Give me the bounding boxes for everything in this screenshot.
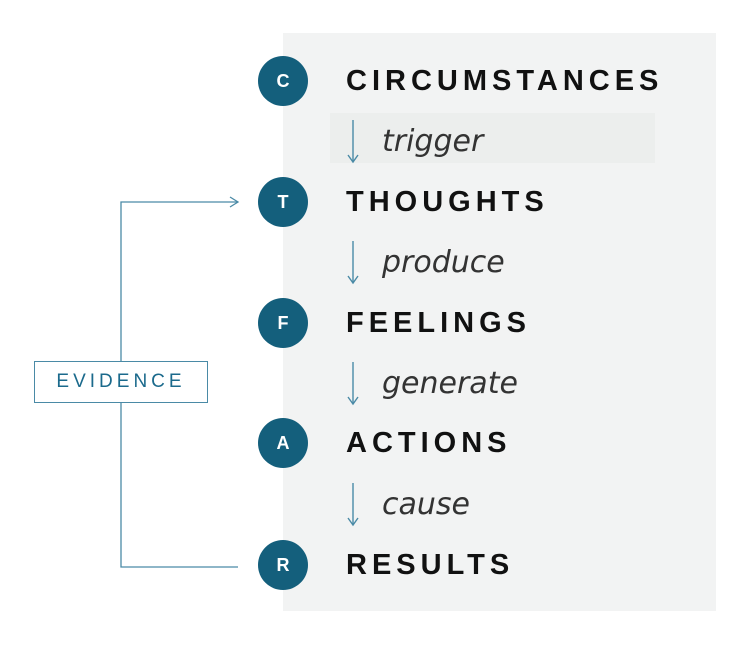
badge-f: F	[258, 298, 308, 348]
connector-produce: produce	[340, 237, 505, 287]
connector-trigger: trigger	[340, 116, 483, 166]
down-arrow-icon	[347, 362, 359, 406]
down-arrow-icon	[347, 241, 359, 285]
trigger-highlight-band	[330, 113, 655, 163]
badge-c: C	[258, 56, 308, 106]
step-label-feelings: FEELINGS	[346, 306, 532, 339]
evidence-label: EVIDENCE	[56, 371, 186, 392]
step-label-thoughts: THOUGHTS	[346, 185, 549, 218]
step-label-results: RESULTS	[346, 548, 515, 581]
step-label-actions: ACTIONS	[346, 426, 512, 459]
connector-label: produce	[382, 244, 505, 280]
badge-t: T	[258, 177, 308, 227]
connector-label: trigger	[382, 123, 484, 159]
down-arrow-icon	[347, 120, 359, 164]
step-actions: A ACTIONS	[258, 418, 512, 468]
badge-a: A	[258, 418, 308, 468]
connector-cause: cause	[340, 479, 470, 529]
badge-r: R	[258, 540, 308, 590]
connector-generate: generate	[340, 358, 518, 408]
step-label-circumstances: CIRCUMSTANCES	[346, 64, 664, 97]
step-thoughts: T THOUGHTS	[258, 177, 549, 227]
step-feelings: F FEELINGS	[258, 298, 531, 348]
evidence-box: EVIDENCE	[34, 361, 208, 403]
step-circumstances: C CIRCUMSTANCES	[258, 56, 663, 106]
down-arrow-icon	[347, 483, 359, 527]
connector-label: generate	[382, 365, 518, 401]
step-results: R RESULTS	[258, 540, 514, 590]
connector-label: cause	[382, 486, 470, 522]
